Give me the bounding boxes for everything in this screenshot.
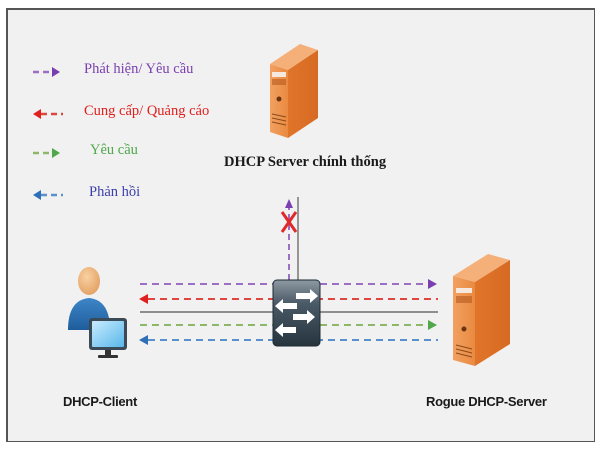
legend-label-offer: Cung cấp/ Quảng cáo [84,103,210,119]
blocked-request-arrow [285,199,293,280]
legend-arrow-offer [33,109,63,119]
legit-server-icon [270,44,318,138]
legit-server-label: DHCP Server chính thống [224,154,387,170]
legend-arrow-request [33,148,60,158]
network-switch-icon [272,279,321,347]
user-computer-icon [68,267,127,358]
rogue-server-icon [453,254,510,366]
legend-arrow-discover [33,67,60,77]
flow-ack-arrowhead [139,335,148,345]
legend-label-ack: Phản hồi [89,184,141,200]
flow-discover-arrowhead [428,279,437,289]
legend-label-request: Yêu cầu [90,142,138,158]
legend-label-discover: Phát hiện/ Yêu cầu [84,61,194,77]
flow-offer-arrowhead [139,294,148,304]
legend-arrow-ack [33,190,63,200]
x-icon [280,211,298,233]
flow-request-arrowhead [428,320,437,330]
rogue-server-label: Rogue DHCP-Server [426,394,547,409]
client-label: DHCP-Client [63,394,137,409]
